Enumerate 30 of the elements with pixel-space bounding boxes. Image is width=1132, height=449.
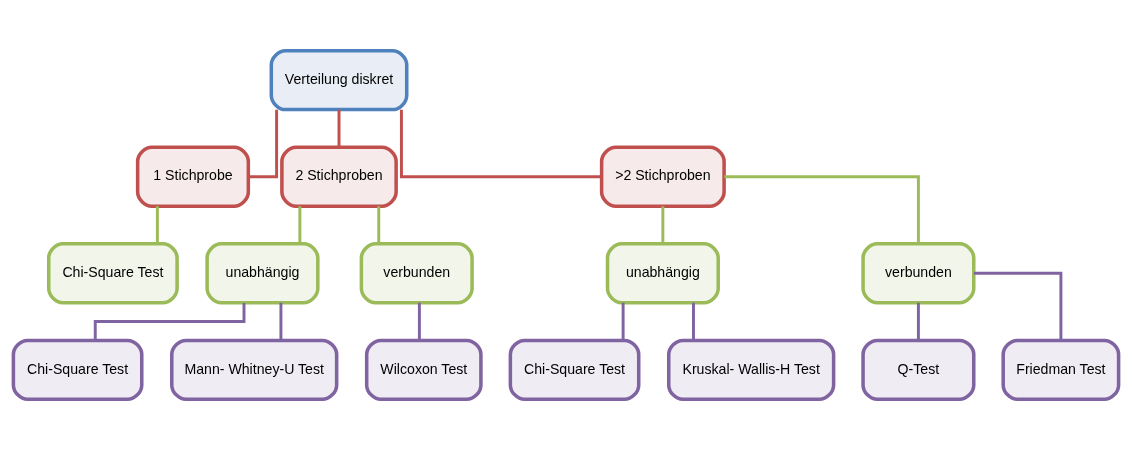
- node-box: Kruskal- Wallis-H Test: [667, 338, 836, 401]
- connector: [916, 302, 920, 340]
- node-box: Chi-Square Test: [11, 338, 144, 401]
- node-box: 2 Stichproben: [280, 145, 398, 208]
- connector: [298, 205, 302, 244]
- connector: [692, 302, 695, 340]
- connector: [661, 205, 665, 244]
- node-box: Verteilung diskret: [269, 48, 409, 111]
- node-box: >2 Stichproben: [599, 145, 726, 208]
- node-box: Mann- Whitney-U Test: [170, 338, 339, 401]
- node-box: verbunden: [359, 241, 474, 304]
- connector: [973, 271, 1063, 340]
- connector: [377, 205, 381, 244]
- node-box: Q-Test: [861, 338, 976, 401]
- connector: [724, 174, 920, 244]
- node-box: Friedman Test: [1001, 338, 1121, 401]
- node-box: verbunden: [861, 241, 976, 304]
- node-box: Chi-Square Test: [46, 241, 179, 304]
- node-box: 1 Stichprobe: [135, 145, 251, 208]
- connector: [155, 205, 159, 244]
- connector: [621, 302, 625, 340]
- node-box: Wilcoxon Test: [364, 338, 483, 401]
- connector: [279, 302, 283, 340]
- connector: [399, 109, 602, 178]
- connector: [417, 302, 421, 340]
- node-box: Chi-Square Test: [508, 338, 641, 401]
- connector: [248, 109, 279, 178]
- connector: [337, 109, 341, 147]
- node-box: unabhängig: [205, 241, 320, 304]
- node-box: unabhängig: [605, 241, 720, 304]
